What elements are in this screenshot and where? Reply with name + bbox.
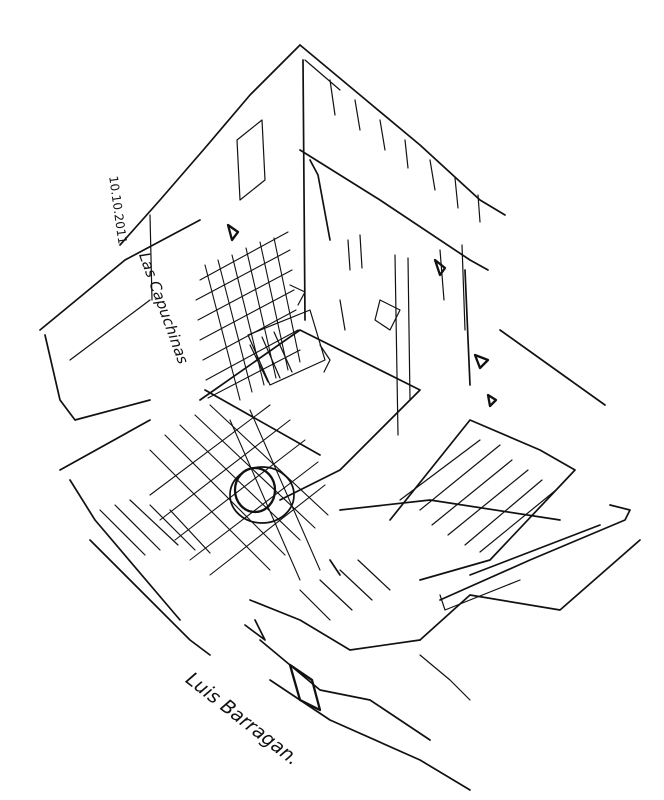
lower-hatch: [149, 404, 329, 581]
courtyard-floor: [199, 309, 421, 501]
back-wall-left: [119, 44, 306, 321]
back-wall-right: [299, 44, 506, 436]
right-wing: [389, 329, 641, 641]
lattice-screen-hatch: [195, 231, 301, 401]
details: [226, 223, 498, 641]
round-window-outer: [229, 466, 295, 524]
left-wing: [39, 219, 211, 656]
front-stairs: [249, 499, 561, 791]
